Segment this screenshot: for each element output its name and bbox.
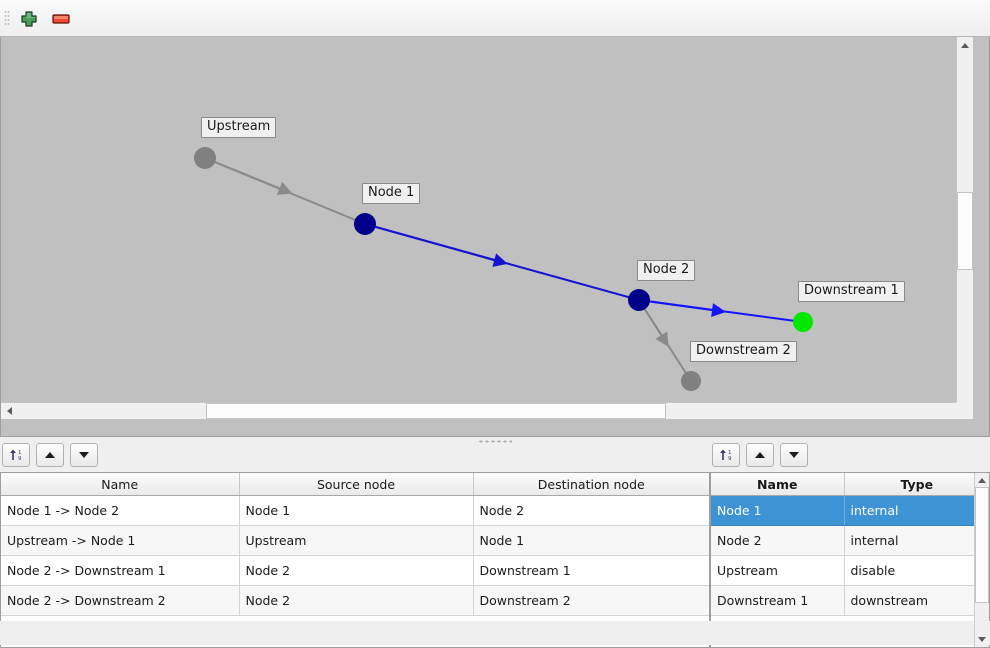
link-destination: Node 2 [473,495,709,526]
links-table-header-row: Name Source node Destination node [1,473,709,496]
link-name: Node 2 -> Downstream 1 [1,555,240,586]
graph-label-downstream1[interactable]: Downstream 1 [798,281,905,302]
table-row[interactable]: Downstream 1 downstream [711,585,989,616]
sort-ascending-icon: 1 9 [720,449,732,462]
graph-vertical-scrollbar[interactable] [956,37,973,419]
graph-node-node2[interactable] [628,289,650,311]
plus-icon [21,11,37,27]
table-row[interactable]: Node 1 -> Node 2 Node 1 Node 2 [1,495,709,526]
graph-node-node1[interactable] [354,213,376,235]
edge-node2-downstream2[interactable] [638,299,692,382]
table-row[interactable]: Node 2 internal [711,525,989,556]
links-move-down-button[interactable] [70,443,98,467]
edge-node1-node2[interactable] [364,223,640,301]
status-bar [0,621,990,645]
node-name: Downstream 1 [711,585,845,616]
minus-icon [52,14,70,24]
links-move-up-button[interactable] [36,443,64,467]
triangle-down-icon [789,452,799,458]
nodes-col-type[interactable]: Type [844,473,989,496]
svg-text:1: 1 [728,450,732,456]
graph-horizontal-scrollbar[interactable] [1,402,973,419]
graph-label-node1[interactable]: Node 1 [362,183,421,204]
link-source: Node 2 [239,585,474,616]
main-toolbar [0,0,990,37]
graph-canvas[interactable]: Upstream Node 1 Node 2 Downstream 1 Down… [1,37,973,419]
node-type: internal [844,495,989,526]
link-destination: Downstream 2 [473,585,709,616]
edge-upstream-node1[interactable] [204,157,366,225]
link-source: Node 1 [239,495,474,526]
graph-horizontal-scroll-thumb[interactable] [206,403,666,419]
node-type: downstream [844,585,989,616]
links-table-container[interactable]: Name Source node Destination node Node 1… [0,472,710,648]
delete-node-button[interactable] [48,8,74,30]
link-destination: Downstream 1 [473,555,709,586]
edge-node2-downstream1[interactable] [638,299,804,323]
scroll-down-arrow[interactable] [975,633,989,647]
svg-text:9: 9 [728,456,732,462]
scroll-left-arrow[interactable] [1,403,17,419]
nodes-col-name[interactable]: Name [711,473,845,496]
nodes-table-header-row: Name Type [711,473,989,496]
scrollbar-corner [956,402,973,419]
graph-label-upstream[interactable]: Upstream [201,117,277,138]
nodes-table-vertical-scrollbar[interactable] [974,473,989,647]
link-name: Node 2 -> Downstream 2 [1,585,240,616]
triangle-down-icon [79,452,89,458]
nodes-table-container[interactable]: Name Type Node 1 internal Node 2 interna… [710,472,990,648]
nodes-move-down-button[interactable] [780,443,808,467]
node-name: Upstream [711,555,845,586]
graph-node-downstream2[interactable] [681,371,701,391]
link-name: Upstream -> Node 1 [1,525,240,556]
graph-label-node2[interactable]: Node 2 [637,260,696,281]
node-type: internal [844,525,989,556]
scroll-up-arrow[interactable] [975,473,989,487]
link-destination: Node 1 [473,525,709,556]
triangle-up-icon [755,452,765,458]
link-source: Node 2 [239,555,474,586]
graph-panel: Upstream Node 1 Node 2 Downstream 1 Down… [0,37,990,437]
svg-text:1: 1 [18,450,22,456]
links-sort-button[interactable]: 1 9 [2,443,30,467]
graph-vertical-scroll-thumb[interactable] [957,192,973,270]
link-name: Node 1 -> Node 2 [1,495,240,526]
triangle-up-icon [45,452,55,458]
add-node-button[interactable] [16,8,42,30]
nodes-sort-button[interactable]: 1 9 [712,443,740,467]
table-row[interactable]: Node 2 -> Downstream 1 Node 2 Downstream… [1,555,709,586]
links-table: Name Source node Destination node Node 1… [1,473,709,616]
table-row[interactable]: Upstream disable [711,555,989,586]
svg-text:9: 9 [18,456,22,462]
table-row[interactable]: Upstream -> Node 1 Upstream Node 1 [1,525,709,556]
node-name: Node 2 [711,525,845,556]
graph-label-downstream2[interactable]: Downstream 2 [690,341,797,362]
nodes-move-up-button[interactable] [746,443,774,467]
links-col-destination[interactable]: Destination node [473,473,709,496]
graph-edges [194,147,813,391]
panel-splitter[interactable] [0,437,990,446]
links-col-source[interactable]: Source node [239,473,474,496]
toolbar-drag-handle[interactable] [4,10,10,27]
scroll-up-arrow[interactable] [957,37,973,53]
node-name: Node 1 [711,495,845,526]
graph-node-downstream1[interactable] [793,312,813,332]
graph-node-upstream[interactable] [194,147,216,169]
node-type: disable [844,555,989,586]
sort-ascending-icon: 1 9 [10,449,22,462]
table-row[interactable]: Node 2 -> Downstream 2 Node 2 Downstream… [1,585,709,616]
nodes-table: Name Type Node 1 internal Node 2 interna… [711,473,989,616]
nodes-table-scroll-thumb[interactable] [975,487,989,603]
table-row[interactable]: Node 1 internal [711,495,989,526]
link-source: Upstream [239,525,474,556]
links-col-name[interactable]: Name [1,473,240,496]
splitter-grip-icon [478,440,512,443]
